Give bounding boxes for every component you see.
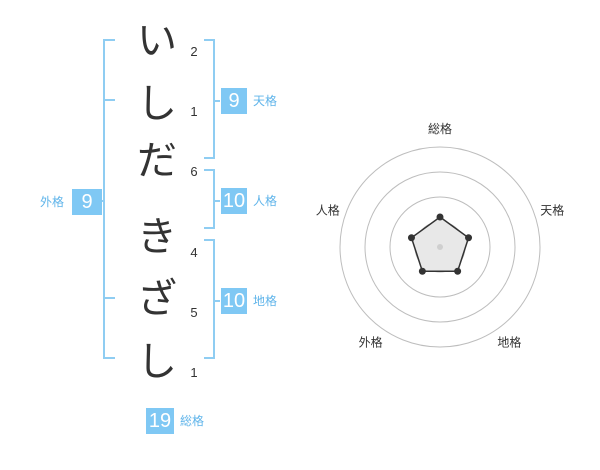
tenkaku-label: 天格: [253, 94, 278, 108]
chikaku-value: 10: [221, 288, 247, 314]
radar-point-3: [454, 267, 462, 275]
stroke-count-1: 2: [190, 44, 198, 59]
jinkaku-label: 人格: [253, 194, 278, 208]
name-char-5: ざ: [137, 276, 177, 322]
radar-point-4: [418, 267, 426, 275]
radar-ring-4: [339, 146, 541, 348]
name-char-2: し: [137, 81, 177, 127]
jinkaku-bracket: [204, 169, 220, 229]
radar-axis-label-2: 天格: [540, 203, 564, 218]
stroke-count-6: 1: [190, 365, 198, 380]
soukaku-label: 総格: [180, 414, 205, 428]
gaikaku-value: 9: [72, 189, 102, 215]
jinkaku-value: 10: [221, 188, 247, 214]
chikaku-label: 地格: [253, 294, 278, 308]
stroke-count-3: 6: [190, 164, 198, 179]
name-char-1: い: [137, 18, 177, 64]
stroke-count-4: 4: [190, 245, 198, 260]
radar-axis-label-5: 人格: [316, 203, 340, 218]
radar-point-1: [436, 213, 444, 221]
radar-axis-label-3: 地格: [497, 334, 521, 349]
name-char-6: し: [137, 339, 177, 385]
radar-ring-2: [389, 196, 491, 298]
gaikaku-bracket: [94, 39, 115, 359]
tenkaku-bracket: [204, 39, 220, 159]
radar-center-dot: [437, 244, 443, 250]
stroke-count-2: 1: [190, 104, 198, 119]
radar-axis-label-4: 外格: [359, 334, 383, 349]
name-char-4: き: [137, 214, 177, 260]
name-char-3: だ: [137, 138, 177, 184]
soukaku-value: 19: [146, 408, 174, 434]
radar-axis-label-1: 総格: [428, 121, 452, 136]
radar-point-5: [407, 234, 415, 242]
tenkaku-value: 9: [221, 88, 247, 114]
chikaku-bracket: [204, 239, 220, 359]
stroke-count-5: 5: [190, 305, 198, 320]
gaikaku-label: 外格: [40, 195, 65, 209]
radar-ring-3: [364, 171, 516, 323]
radar-point-2: [465, 234, 473, 242]
